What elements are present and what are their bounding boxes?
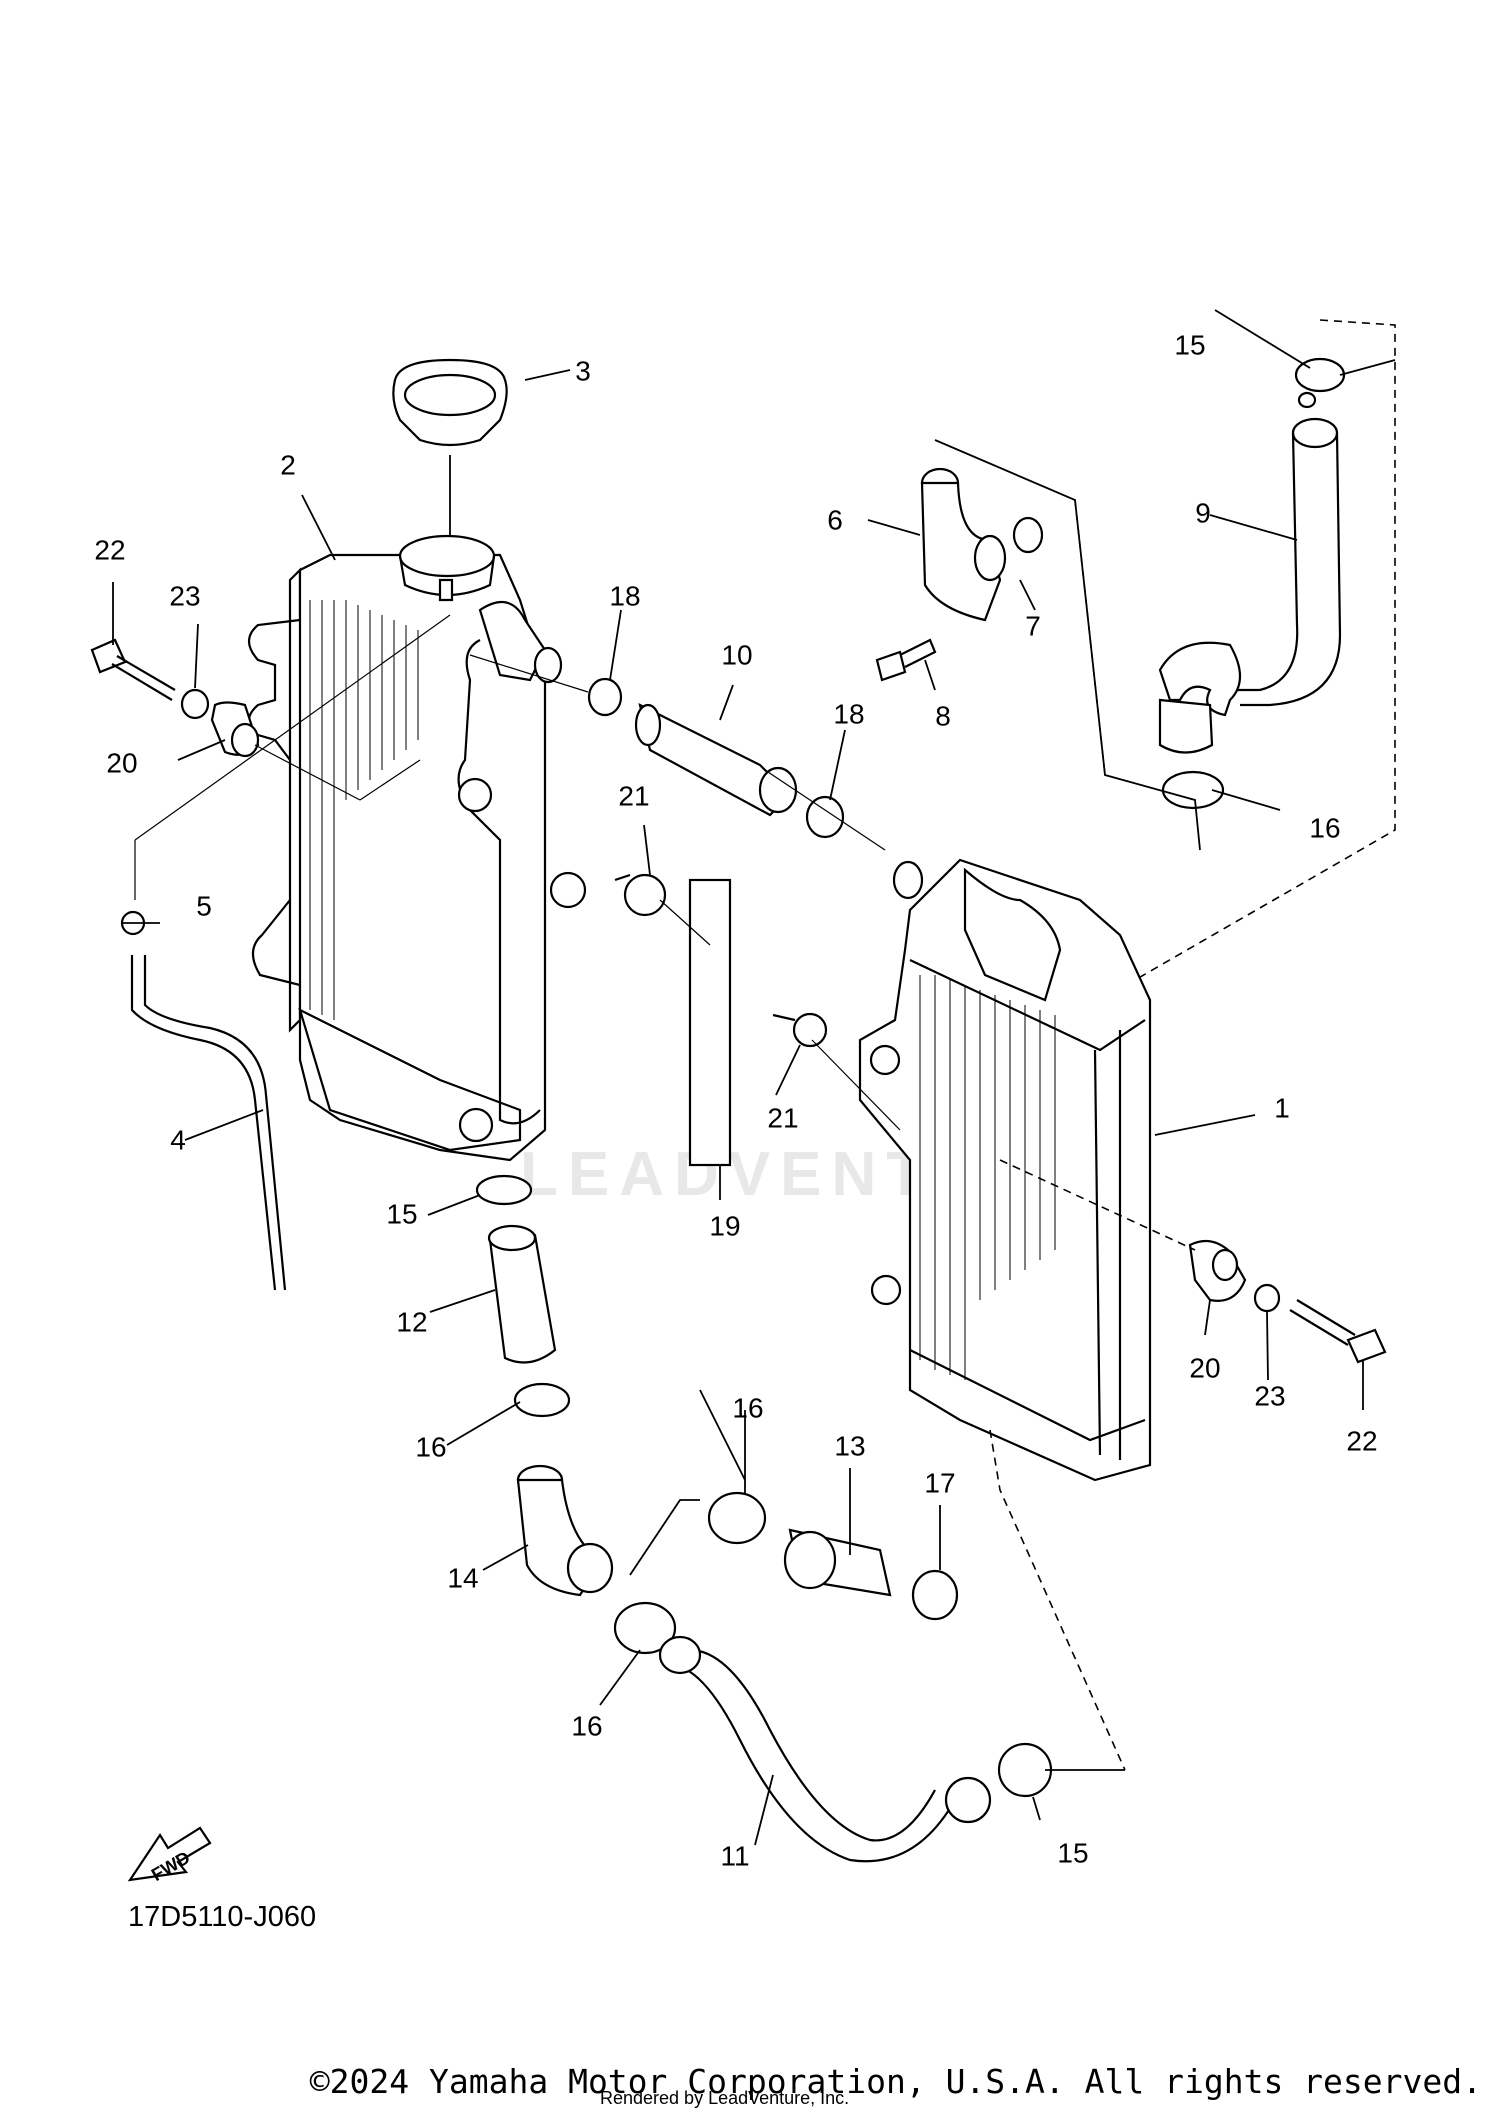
right-radiator[interactable] xyxy=(858,858,1152,1482)
callout-21-mid: 21 xyxy=(767,1102,798,1133)
copyright-notice: ©2024 Yamaha Motor Corporation, U.S.A. A… xyxy=(309,2062,1482,2101)
radiator-hose-9[interactable] xyxy=(1158,417,1342,754)
callout-22-left: 22 xyxy=(94,534,125,565)
callout-18-right: 18 xyxy=(833,698,864,729)
callout-15-top: 15 xyxy=(1174,329,1205,360)
grommet-21[interactable] xyxy=(614,873,828,1048)
callout-2: 2 xyxy=(280,449,296,480)
callout-7: 7 xyxy=(1025,610,1041,641)
callout-21-top: 21 xyxy=(618,780,649,811)
callout-19: 19 xyxy=(709,1210,740,1241)
left-leader-lines xyxy=(112,369,571,1141)
callout-leaders xyxy=(427,309,1364,1846)
callout-15-bottom: 15 xyxy=(1057,1837,1088,1868)
callout-23-right: 23 xyxy=(1254,1380,1285,1411)
callout-20-left: 20 xyxy=(106,747,137,778)
right-mounting-hardware[interactable] xyxy=(1188,1239,1387,1364)
callout-6: 6 xyxy=(827,504,843,535)
callout-15-left: 15 xyxy=(386,1198,417,1229)
callout-22-right: 22 xyxy=(1346,1425,1377,1456)
callout-3: 3 xyxy=(575,355,591,386)
hose-clamp-16-lower[interactable] xyxy=(613,1491,767,1655)
overflow-hose[interactable] xyxy=(120,910,287,1291)
joint-pipe-14[interactable] xyxy=(516,1464,614,1597)
callout-5: 5 xyxy=(196,890,212,921)
callout-16-mid: 16 xyxy=(732,1392,763,1423)
fwd-arrow-icon: FWD xyxy=(127,1826,212,1885)
callout-1: 1 xyxy=(1274,1092,1290,1123)
callout-12: 12 xyxy=(396,1306,427,1337)
rendered-by-credit: Rendered by LeadVenture, Inc. xyxy=(600,2088,850,2108)
callout-13: 13 xyxy=(834,1430,865,1461)
radiator-hose-11[interactable] xyxy=(658,1635,992,1863)
water-pipe-6[interactable] xyxy=(920,467,1044,622)
callout-14: 14 xyxy=(447,1562,478,1593)
callout-11: 11 xyxy=(720,1840,749,1871)
radiator-hose-10[interactable] xyxy=(634,702,798,817)
callout-16-bottom: 16 xyxy=(571,1710,602,1741)
hose-clamp-17[interactable] xyxy=(911,1569,959,1621)
callout-9: 9 xyxy=(1195,497,1211,528)
bolt-8[interactable] xyxy=(875,638,937,682)
callout-16-top: 16 xyxy=(1309,812,1340,843)
hose-clamp-15-bottom[interactable] xyxy=(997,1742,1053,1798)
callout-20-right: 20 xyxy=(1189,1352,1220,1383)
radiator-hose-12[interactable] xyxy=(487,1224,557,1364)
left-radiator[interactable] xyxy=(247,534,587,1162)
protector-pad[interactable] xyxy=(688,878,732,1167)
callout-17: 17 xyxy=(924,1467,955,1498)
hose-clamp-15-lower[interactable] xyxy=(475,1174,571,1418)
radiator-hose-13[interactable] xyxy=(783,1528,892,1597)
callout-16-left: 16 xyxy=(415,1431,446,1462)
callout-8: 8 xyxy=(935,700,951,731)
left-mounting-hardware[interactable] xyxy=(90,638,260,758)
connection-lines xyxy=(469,319,1396,1771)
callout-23-left: 23 xyxy=(169,580,200,611)
callout-10: 10 xyxy=(721,639,752,670)
hose-clamp-18[interactable] xyxy=(587,677,845,839)
radiator-cap[interactable] xyxy=(392,358,508,536)
callout-18-left: 18 xyxy=(609,580,640,611)
callout-4: 4 xyxy=(170,1124,186,1155)
diagram-code: 17D5110-J060 xyxy=(128,1901,316,1933)
